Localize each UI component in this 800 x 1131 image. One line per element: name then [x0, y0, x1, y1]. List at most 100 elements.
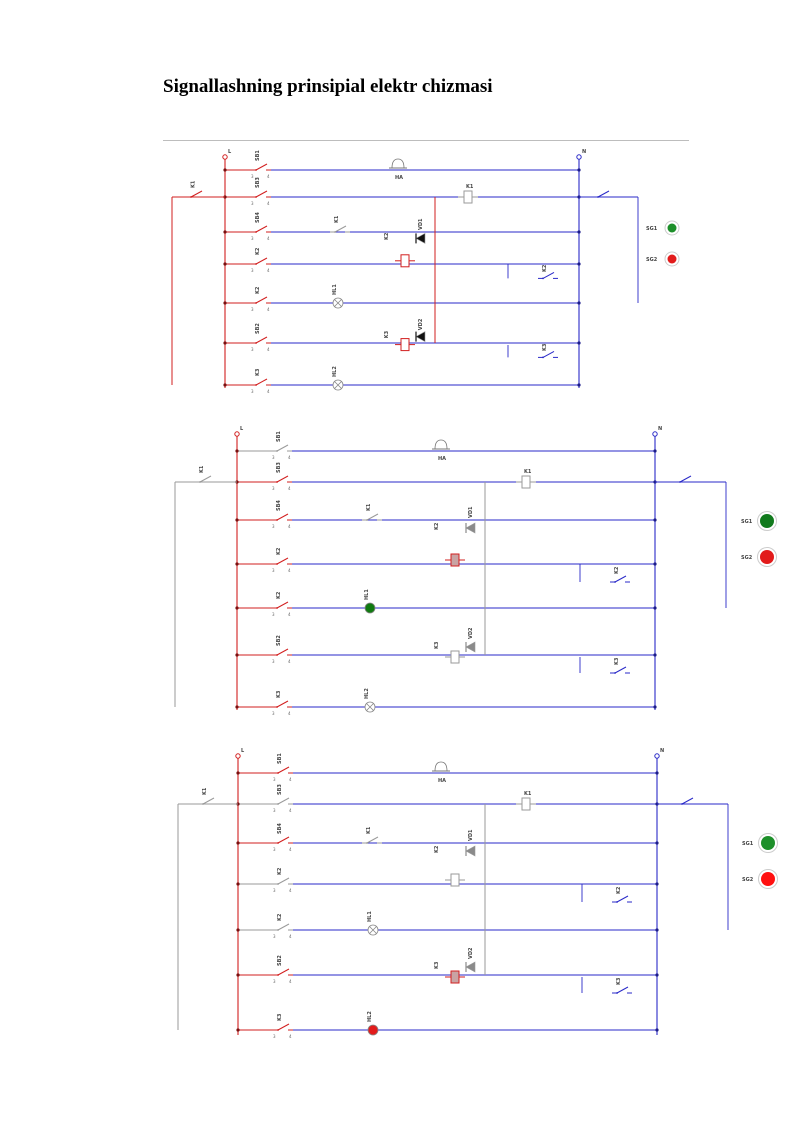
coil-label: K2 [384, 232, 390, 240]
junction-node [236, 1028, 240, 1032]
contact-label: K3 [276, 690, 282, 698]
contact-terminal [616, 901, 618, 903]
contact-terminal [276, 481, 278, 483]
contact-label: K1 [199, 465, 205, 473]
junction-node [655, 1028, 659, 1032]
contact-terminal [334, 231, 336, 233]
bell-label: HA [395, 175, 403, 181]
terminal-number: 4 [288, 711, 291, 716]
contact-terminal [616, 992, 618, 994]
indicator-lamp [367, 1024, 379, 1036]
terminal-number: 4 [289, 847, 292, 852]
relay-coil [400, 254, 410, 268]
contact-terminal [681, 803, 683, 805]
junction-node [236, 841, 240, 845]
wire [255, 336, 268, 344]
junction-node [236, 928, 240, 932]
junction-node [223, 230, 227, 234]
contact-terminal [277, 803, 279, 805]
wire [334, 225, 347, 233]
lamp-label: HL2 [332, 366, 338, 377]
contact-terminal [255, 342, 257, 344]
contact-label: SB2 [255, 323, 261, 334]
terminal-number: 4 [288, 455, 291, 460]
terminal-number: 4 [267, 236, 270, 241]
terminal-number: 3 [272, 524, 275, 529]
contact-terminal [190, 196, 192, 198]
terminal-L-label: L [240, 426, 244, 432]
wire [255, 190, 268, 198]
contact-label: SB4 [276, 500, 282, 511]
junction-node [223, 301, 227, 305]
junction-node [235, 606, 239, 610]
junction-node [653, 449, 657, 453]
junction-node [223, 262, 227, 266]
contact-terminal [276, 654, 278, 656]
junction-node [655, 771, 659, 775]
coil-label: K1 [524, 791, 532, 797]
contact-label: K3 [255, 368, 261, 376]
terminal-number: 3 [251, 236, 254, 241]
terminal-L [235, 753, 241, 759]
contact-label: K3 [616, 977, 622, 985]
diode-label: VD2 [468, 947, 474, 959]
lamp-label: HL1 [332, 284, 338, 295]
wire [255, 257, 268, 265]
page-title: Signallashning prinsipial elektr chizmas… [163, 76, 493, 97]
contact-label: K2 [276, 547, 282, 555]
junction-node [653, 653, 657, 657]
wire [334, 299, 342, 307]
diode [465, 845, 476, 857]
contact-label: K2 [616, 886, 622, 894]
contact-terminal [202, 803, 204, 805]
wire [277, 877, 290, 885]
contact-terminal [276, 607, 278, 609]
junction-node [577, 301, 581, 305]
terminal-L [222, 154, 228, 160]
junction-node [577, 383, 581, 387]
contact-label: K3 [614, 657, 620, 665]
contact-label: SB3 [276, 462, 282, 473]
contact-terminal [542, 277, 544, 280]
terminal-number: 4 [267, 201, 270, 206]
terminal-L-label: L [228, 149, 232, 155]
alarm-bell [391, 158, 405, 169]
lamp-label: HL2 [364, 688, 370, 699]
contact-terminal [679, 481, 681, 483]
terminal-number: 3 [273, 979, 276, 984]
terminal-number: 4 [289, 808, 292, 813]
terminal-number: 3 [273, 847, 276, 852]
wire [277, 1023, 290, 1031]
terminal-number: 3 [273, 934, 276, 939]
relay-coil [450, 873, 460, 887]
terminal-number: 3 [251, 347, 254, 352]
terminal-number: 4 [289, 888, 292, 893]
junction-node [235, 518, 239, 522]
wire [255, 296, 268, 304]
terminal-number: 3 [273, 808, 276, 813]
contact-label: K2 [542, 264, 548, 272]
contact-terminal [276, 519, 278, 521]
contact-terminal [277, 974, 279, 976]
wire [276, 557, 289, 565]
coil-label: K2 [434, 845, 440, 853]
signal-lamp [760, 550, 774, 564]
diode [465, 641, 476, 653]
contact-label: K1 [202, 787, 208, 795]
relay-coil [463, 190, 473, 204]
terminal-number: 4 [289, 1034, 292, 1039]
signal-lamp-label: SG2 [646, 257, 658, 263]
wire [190, 190, 203, 198]
wire [614, 666, 627, 674]
lamp-label: HL2 [367, 1011, 373, 1022]
signal-lamp-label: SG1 [742, 841, 754, 847]
terminal-number: 3 [272, 568, 275, 573]
wire [334, 381, 342, 389]
junction-node [577, 230, 581, 234]
wire [369, 926, 377, 934]
contact-label: SB1 [277, 753, 283, 764]
title-divider [163, 140, 689, 141]
